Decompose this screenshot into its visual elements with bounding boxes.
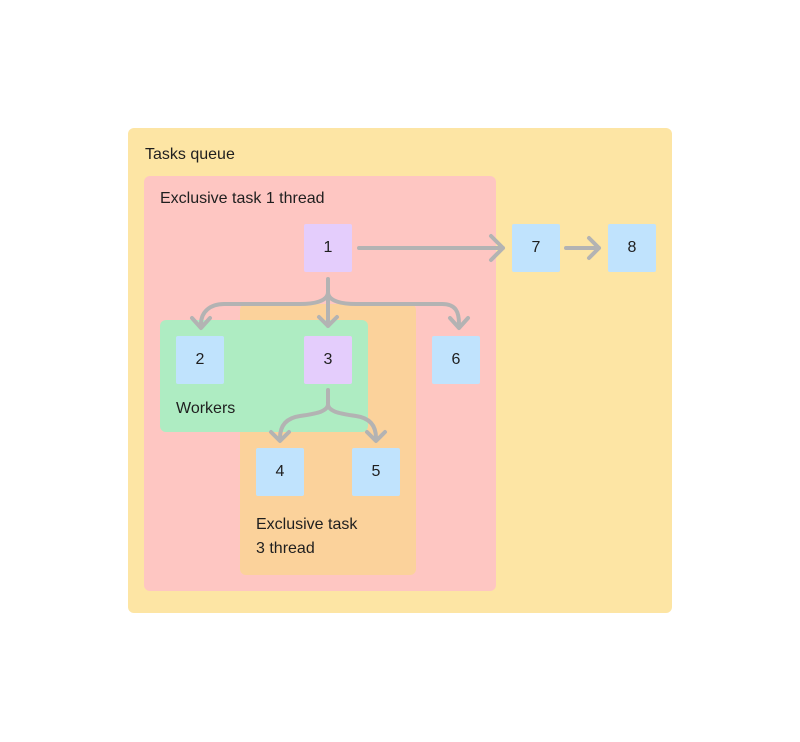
task-node-1: 1 bbox=[304, 224, 352, 272]
task-node-5-label: 5 bbox=[371, 463, 381, 480]
task-node-6: 6 bbox=[432, 336, 480, 384]
task-node-7: 7 bbox=[512, 224, 560, 272]
task-node-3: 3 bbox=[304, 336, 352, 384]
task-node-7-label: 7 bbox=[531, 239, 541, 256]
task-node-5: 5 bbox=[352, 448, 400, 496]
task-node-8: 8 bbox=[608, 224, 656, 272]
workers-label: Workers bbox=[176, 400, 236, 417]
exclusive-task-1-label: Exclusive task 1 thread bbox=[160, 190, 325, 207]
task-node-3-label: 3 bbox=[323, 351, 333, 368]
task-node-6-label: 6 bbox=[451, 351, 461, 368]
exclusive-task-3-label-line2: 3 thread bbox=[256, 540, 315, 557]
task-node-4-label: 4 bbox=[275, 463, 285, 480]
task-node-2: 2 bbox=[176, 336, 224, 384]
task-node-4: 4 bbox=[256, 448, 304, 496]
exclusive-task-3-label-line1: Exclusive task bbox=[256, 516, 358, 533]
task-node-2-label: 2 bbox=[195, 351, 205, 368]
task-node-1-label: 1 bbox=[323, 239, 333, 256]
tasks-queue-label: Tasks queue bbox=[145, 146, 235, 163]
task-node-8-label: 8 bbox=[627, 239, 637, 256]
